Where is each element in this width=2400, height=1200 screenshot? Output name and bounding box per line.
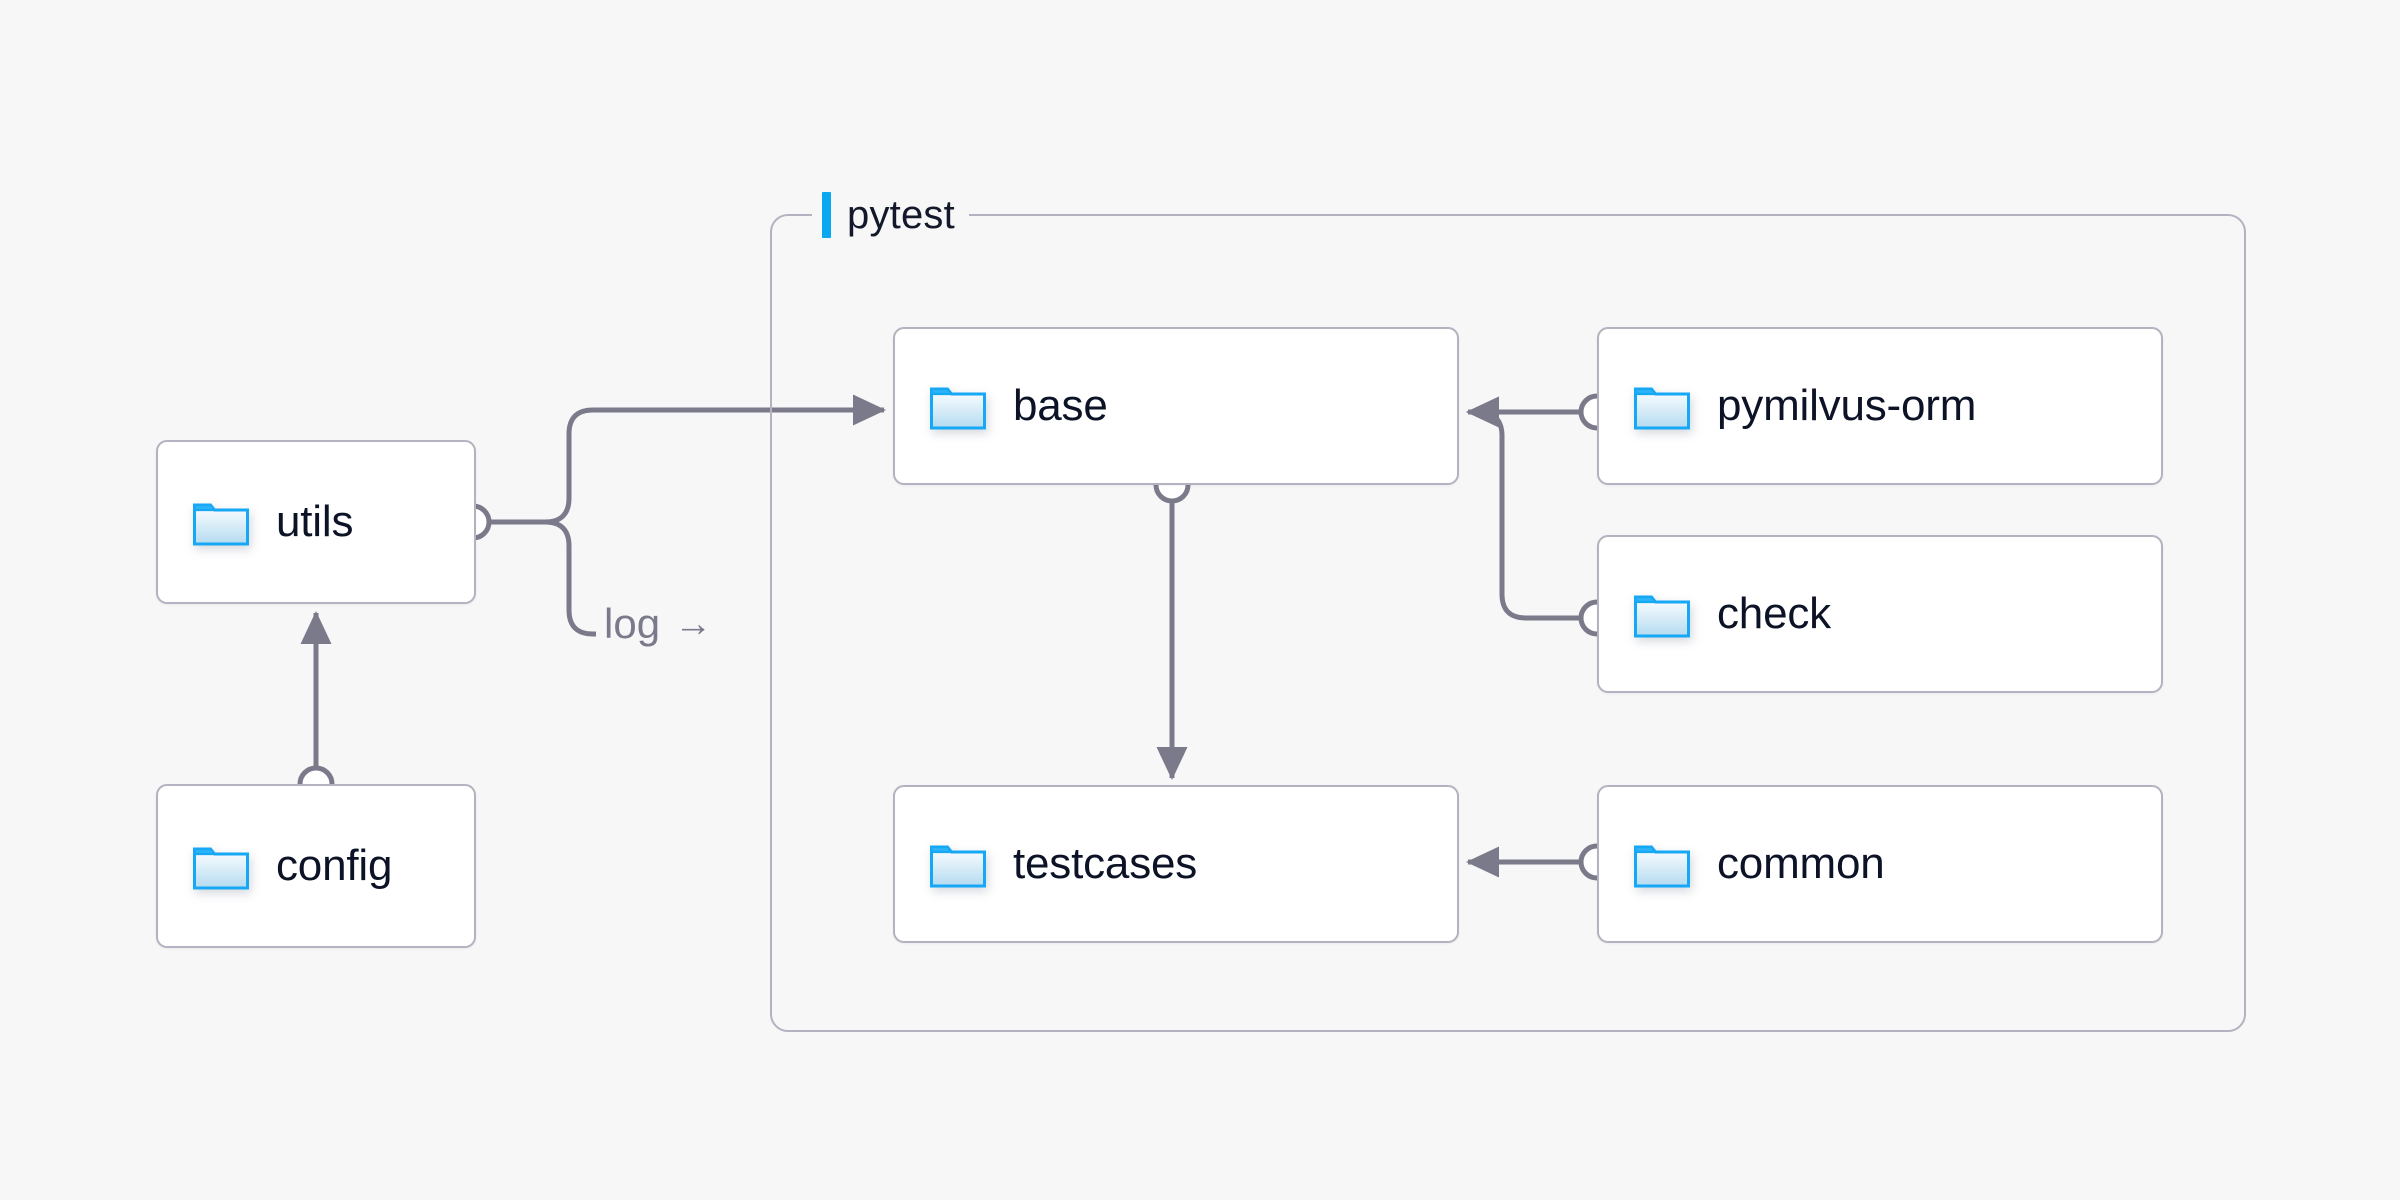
folder-icon: [1633, 380, 1691, 432]
folder-icon: [929, 380, 987, 432]
node-label: check: [1717, 589, 1831, 638]
pytest-group-header: pytest: [812, 186, 969, 244]
node-testcases[interactable]: testcases: [893, 785, 1459, 943]
node-label: base: [1013, 381, 1108, 430]
group-title: pytest: [847, 192, 955, 237]
folder-icon: [1633, 588, 1691, 640]
arrow-right-icon: →: [674, 603, 713, 645]
node-check[interactable]: check: [1597, 535, 2163, 693]
folder-icon: [192, 840, 250, 892]
node-base[interactable]: base: [893, 327, 1459, 485]
node-pymilvus-orm[interactable]: pymilvus-orm: [1597, 327, 2163, 485]
node-label: config: [276, 841, 393, 890]
node-label: utils: [276, 497, 354, 546]
pytest-group-container[interactable]: [770, 214, 2246, 1032]
folder-icon: [1633, 838, 1691, 890]
node-common[interactable]: common: [1597, 785, 2163, 943]
node-label: testcases: [1013, 839, 1198, 888]
folder-icon: [192, 496, 250, 548]
folder-icon: [929, 838, 987, 890]
node-label: common: [1717, 839, 1885, 888]
group-accent-bar: [822, 192, 831, 238]
edge-label-log[interactable]: log →: [596, 600, 721, 647]
node-config[interactable]: config: [156, 784, 476, 948]
edge-label-text: log: [604, 600, 661, 647]
node-label: pymilvus-orm: [1717, 381, 1977, 430]
node-utils[interactable]: utils: [156, 440, 476, 604]
